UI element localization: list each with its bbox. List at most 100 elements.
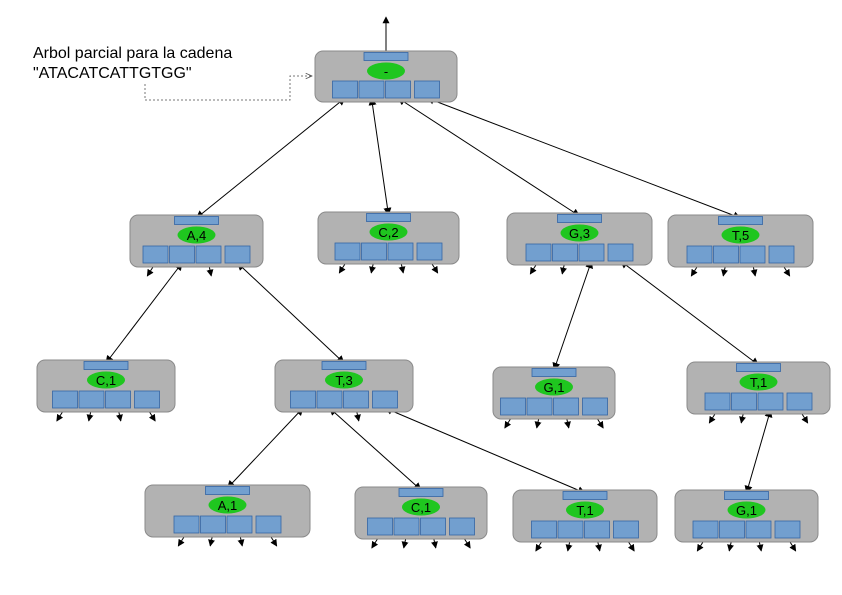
node-label: T,3 (335, 373, 352, 388)
node-parent-pointer (174, 216, 219, 225)
tree-edge-root-g3 (397, 97, 581, 217)
child-pointer-cell (686, 245, 713, 264)
node-label: C,2 (378, 225, 398, 240)
tree-edge-g3-g3-t1 (619, 260, 760, 366)
child-pointer-cell (739, 245, 766, 264)
child-pointer-cell (169, 245, 195, 264)
child-pointer-cell (607, 243, 634, 262)
tree-node-t1-g1: G,1 (674, 489, 819, 543)
tree-edge-root-t5 (426, 96, 742, 220)
child-pointer-cell (552, 243, 578, 262)
node-parent-pointer (724, 491, 769, 500)
child-pointer-cell (553, 397, 579, 416)
node-label-badge (367, 62, 405, 80)
edges-layer (56, 16, 809, 552)
node-label: - (384, 64, 388, 79)
node-label-badge (402, 498, 440, 516)
node-label: G,1 (736, 503, 757, 518)
child-pointer-cell (449, 517, 475, 536)
child-pointer-cell (500, 397, 526, 416)
node-parent-pointer (562, 491, 608, 500)
node-label: G,1 (544, 380, 565, 395)
child-pointer-cell (134, 390, 160, 409)
tree-edge-root-a4 (195, 97, 346, 219)
node-label-badge (369, 223, 408, 241)
tree-node-c2: C,2 (317, 211, 460, 265)
child-pointer-cell (334, 242, 361, 261)
node-label-badge (87, 371, 125, 389)
tree-edge-a4-t3-t3-t1 (384, 407, 586, 494)
tree-node-g3-g1: G,1 (492, 366, 616, 420)
node-label-badge (721, 226, 760, 244)
tree-node-t3-a1: A,1 (144, 484, 311, 538)
child-pointer-cell (343, 390, 369, 409)
node-parent-pointer (531, 368, 577, 377)
tree-node-a4-c1: C,1 (36, 359, 176, 413)
child-pointer-cell (613, 520, 639, 539)
node-label-badge (739, 373, 778, 391)
child-pointer-cell (584, 520, 610, 539)
child-pointer-cell (78, 390, 105, 409)
child-pointer-cell (105, 390, 131, 409)
child-pointer-cell (786, 392, 813, 411)
child-pointer-cell (226, 515, 253, 534)
tree-edge-g3-t1-t1-g1 (744, 409, 773, 494)
child-pointer-cell (393, 517, 420, 536)
node-parent-pointer (366, 213, 411, 222)
child-pointer-cell (420, 517, 446, 536)
child-pointer-cell (745, 520, 772, 539)
tree-node-t3-t1: T,1 (512, 489, 658, 543)
child-pointer-cell (195, 245, 222, 264)
child-pointer-cell (731, 392, 757, 411)
node-label: A,1 (218, 498, 238, 513)
node-label-badge (177, 226, 216, 244)
tree-edge-a4-t3-t3-c1 (328, 407, 422, 491)
node-parent-pointer (205, 486, 250, 495)
child-pointer-cell (582, 397, 608, 416)
child-pointer-cell (316, 390, 343, 409)
child-pointer-cell (704, 392, 731, 411)
child-pointer-cell (525, 243, 552, 262)
node-label: C,1 (411, 500, 431, 515)
child-pointer-cell (578, 243, 605, 262)
node-parent-pointer (363, 52, 409, 61)
child-pointer-cell (385, 80, 411, 99)
child-pointer-cell (774, 520, 801, 539)
tree-edge-g3-g3-g1 (552, 260, 593, 371)
child-pointer-cell (387, 242, 414, 261)
child-pointer-cell (692, 520, 719, 539)
tree-node-a4-t3: T,3 (274, 359, 414, 413)
tree-node-a4: A,4 (129, 214, 264, 268)
child-pointer-cell (200, 515, 226, 534)
tree-node-root: - (314, 50, 458, 103)
diagram-caption: Arbol parcial para la cadena "ATACATCATT… (33, 44, 303, 84)
tree-node-t5: T,5 (667, 214, 814, 268)
node-parent-pointer (718, 216, 763, 225)
node-label-badge (208, 496, 247, 514)
child-pointer-cell (531, 520, 557, 539)
node-parent-pointer (736, 363, 781, 372)
child-pointer-cell (719, 520, 745, 539)
node-parent-pointer (398, 488, 444, 497)
caption-line-2: "ATACATCATTGTGG" (33, 65, 192, 82)
node-parent-pointer (321, 361, 367, 370)
node-label: T,1 (576, 503, 593, 518)
child-pointer-cell (142, 245, 169, 264)
node-label: C,1 (96, 373, 116, 388)
node-label: T,5 (732, 228, 749, 243)
child-pointer-cell (367, 517, 393, 536)
tree-edge-a4-t3-t3-a1 (226, 407, 304, 489)
child-pointer-cell (224, 245, 251, 264)
child-pointer-cell (332, 80, 358, 99)
tree-edge-a4-a4-c1 (105, 262, 183, 364)
child-pointer-cell (255, 515, 282, 534)
node-label-badge (535, 378, 573, 396)
child-pointer-cell (52, 390, 78, 409)
node-label: G,3 (569, 226, 590, 241)
child-pointer-cell (757, 392, 784, 411)
child-pointer-cell (526, 397, 553, 416)
caption-connector (144, 76, 312, 101)
